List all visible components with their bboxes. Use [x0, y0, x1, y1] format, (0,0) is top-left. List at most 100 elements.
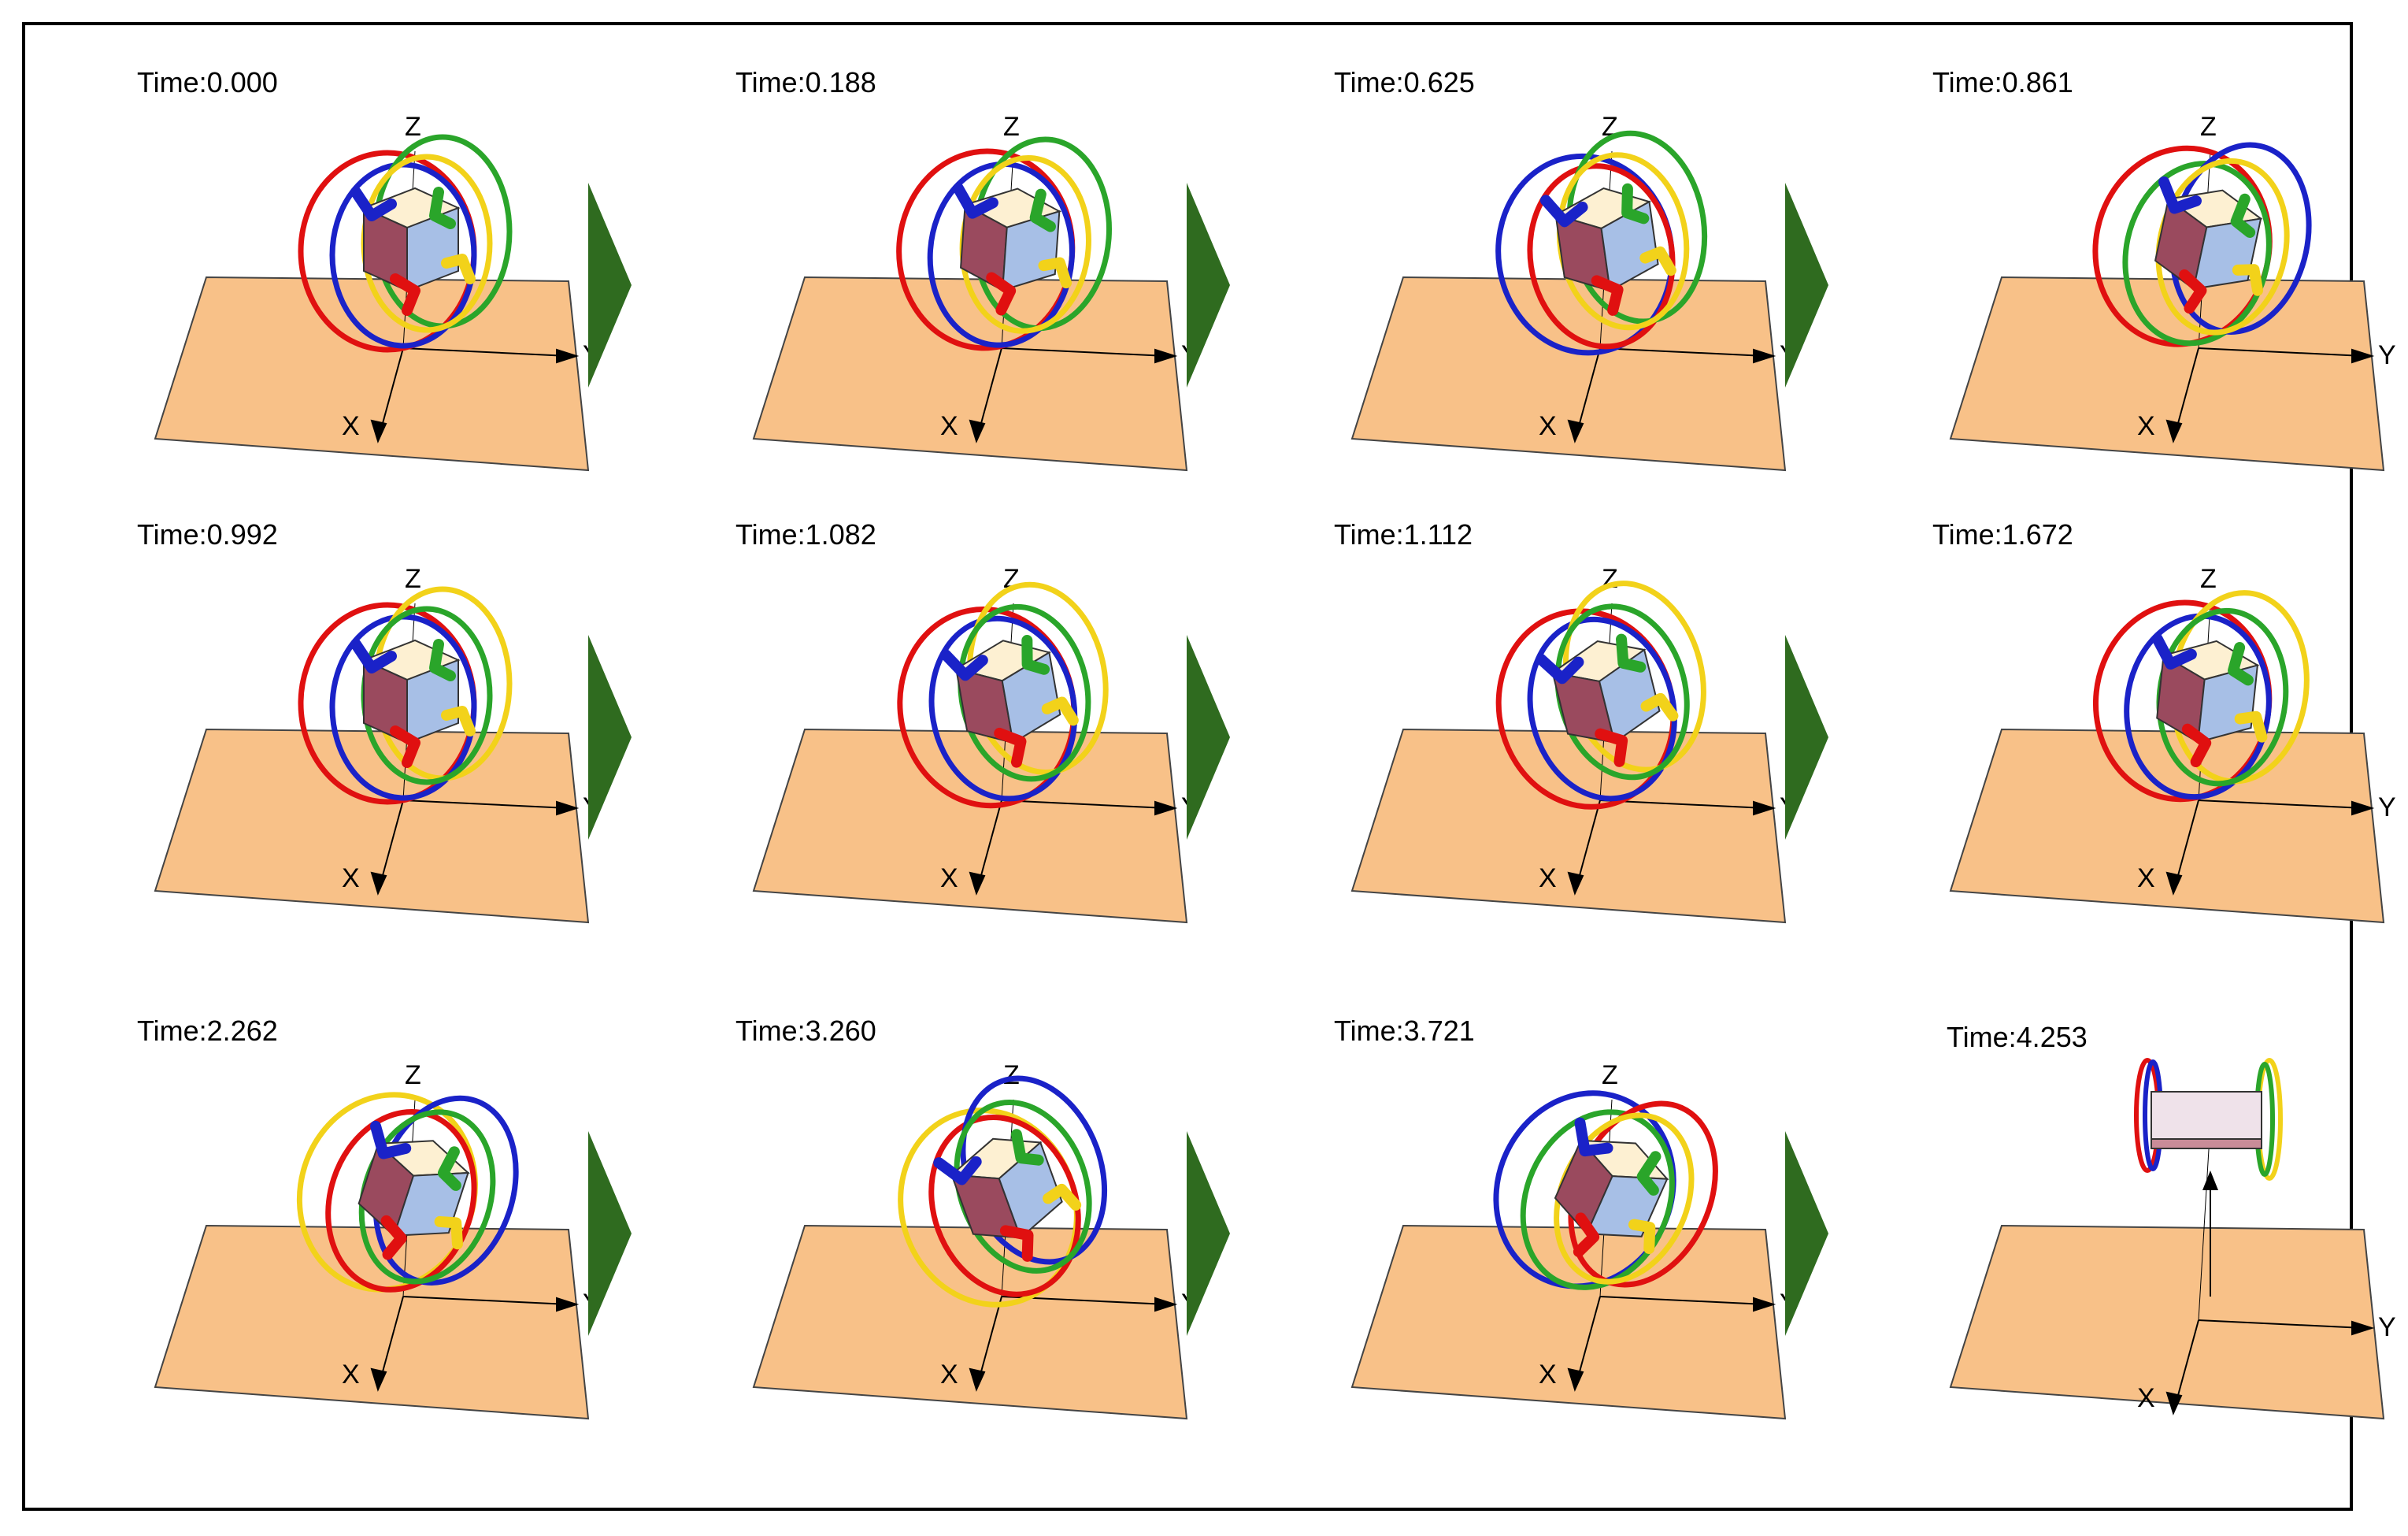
robot-leg: [390, 273, 420, 316]
y-axis-arrowhead: [1154, 1297, 1178, 1312]
transition-arrow-icon: [1187, 1131, 1230, 1336]
ground-plane: [1350, 1224, 1787, 1420]
robot-leg: [441, 706, 476, 736]
robot-leg: [1621, 183, 1650, 224]
axis-label-x: X: [2137, 863, 2155, 893]
robot-leg: [1636, 1151, 1662, 1196]
x-axis-arrowhead: [2165, 419, 2183, 443]
scene-3d: YXZ: [752, 112, 1199, 472]
transition-arrow-icon: [1187, 183, 1230, 388]
ground-plane: [1949, 728, 2385, 924]
robot-leg: [1639, 246, 1676, 276]
axis-label-x: X: [1539, 411, 1557, 441]
axis-label-x: X: [1539, 863, 1557, 893]
robot-body: [296, 1092, 519, 1293]
transition-arrow-shape: [588, 183, 632, 388]
robot-leg: [370, 1120, 412, 1159]
robot-leg: [1539, 195, 1588, 228]
y-axis-arrowhead: [1753, 1297, 1776, 1312]
ground-plane: [752, 728, 1188, 924]
robot-leg: [1021, 634, 1050, 675]
scene-3d: YXZ: [1350, 112, 1798, 472]
x-axis-arrowhead: [1567, 871, 1584, 896]
robot-body: [1493, 1090, 1718, 1290]
robot-leg: [1536, 654, 1584, 685]
time-label: Time:0.000: [137, 66, 278, 98]
robot-leg: [390, 725, 420, 768]
simulation-panel: Time:1.082YXZ: [687, 493, 1285, 981]
x-axis-arrowhead: [2165, 871, 2183, 896]
axis-label-x: X: [342, 1360, 360, 1389]
transition-arrow-icon: [1785, 635, 1828, 840]
axis-label-z: Z: [1003, 112, 1020, 142]
y-axis-arrowhead: [2351, 1320, 2375, 1336]
robot-leg: [1628, 1219, 1656, 1255]
robot-body: [898, 1075, 1108, 1308]
transition-arrow-shape: [1785, 183, 1828, 388]
transition-arrow-icon: [1785, 183, 1828, 388]
robot-leg: [999, 1225, 1034, 1262]
simulation-panel: Time:3.721YXZ: [1285, 989, 1884, 1478]
y-axis-arrowhead: [2351, 348, 2375, 364]
robot-leg: [2230, 193, 2256, 239]
y-axis-arrowhead: [2351, 800, 2375, 816]
time-label: Time:3.721: [1334, 1015, 1475, 1047]
robot-body: [298, 134, 513, 353]
time-label: Time:2.262: [137, 1015, 278, 1047]
robot-body: [897, 581, 1109, 809]
robot-leg: [986, 272, 1017, 316]
axis-label-x: X: [2137, 1383, 2155, 1413]
scene-3d: Y X Z: [1949, 564, 2396, 924]
transition-arrow-icon: [588, 183, 632, 388]
axis-label-x: X: [342, 863, 360, 893]
transition-arrow-shape: [1187, 1131, 1230, 1336]
robot-body: [2092, 590, 2310, 803]
axis-label-x: X: [2137, 411, 2155, 441]
transition-arrow-shape: [588, 635, 632, 840]
transition-arrow-icon: [1187, 635, 1230, 840]
robot-leg: [2181, 723, 2212, 768]
coordinate-axes: [1567, 603, 1776, 896]
transition-arrow-icon: [1785, 1131, 1828, 1336]
ground-plane: [1949, 1224, 2385, 1420]
time-label: Time:1.082: [735, 518, 876, 551]
robot-leg: [380, 1215, 407, 1260]
axis-label-y: Y: [2378, 792, 2396, 822]
figure-frame: Time:0.000YXZTime:0.188YXZTime:0.625YXZT…: [22, 22, 2396, 1511]
ground-plane: [1350, 276, 1787, 472]
ground-plane: [154, 728, 590, 924]
scene-3d: YXZ: [1949, 112, 2396, 472]
x-axis-arrowhead: [370, 1367, 387, 1392]
simulation-panel: Time:2.262YXZ: [88, 989, 687, 1478]
ground-plane: [154, 276, 590, 472]
transition-arrow-icon: [588, 1131, 632, 1336]
coordinate-axes: [370, 1099, 580, 1392]
robot-leg: [2179, 269, 2207, 314]
scene-3d: YXZ: [1350, 1060, 1798, 1420]
axis-label-z: Z: [2200, 564, 2217, 594]
robot-leg: [1640, 692, 1679, 722]
y-axis-arrowhead: [1753, 348, 1776, 364]
x-axis-arrowhead: [370, 419, 387, 443]
simulation-panel: Time:4.253YXZ: [1884, 989, 2408, 1478]
scene-3d: YXZ: [154, 112, 601, 472]
transition-arrow-shape: [1785, 1131, 1828, 1336]
y-axis-arrowhead: [556, 348, 580, 364]
scene-3d: YXZ: [752, 1060, 1199, 1420]
x-axis-arrowhead: [2165, 1391, 2183, 1415]
robot-body: [1495, 130, 1708, 356]
transition-arrow-icon: [588, 635, 632, 840]
robot-leg: [1010, 1129, 1044, 1166]
scene-3d: YXZ: [154, 564, 601, 924]
time-label: Time:4.253: [1947, 1021, 2088, 1053]
robot-body: [2134, 1058, 2283, 1181]
robot-body: [298, 586, 513, 805]
y-axis-arrowhead: [1154, 348, 1178, 364]
robot-leg: [994, 727, 1027, 768]
axis-label-x: X: [940, 1360, 958, 1389]
time-label: Time:0.992: [137, 518, 278, 551]
ground-plane: [752, 1224, 1188, 1420]
robot-leg: [1573, 1212, 1600, 1258]
x-axis-arrowhead: [969, 1367, 986, 1392]
